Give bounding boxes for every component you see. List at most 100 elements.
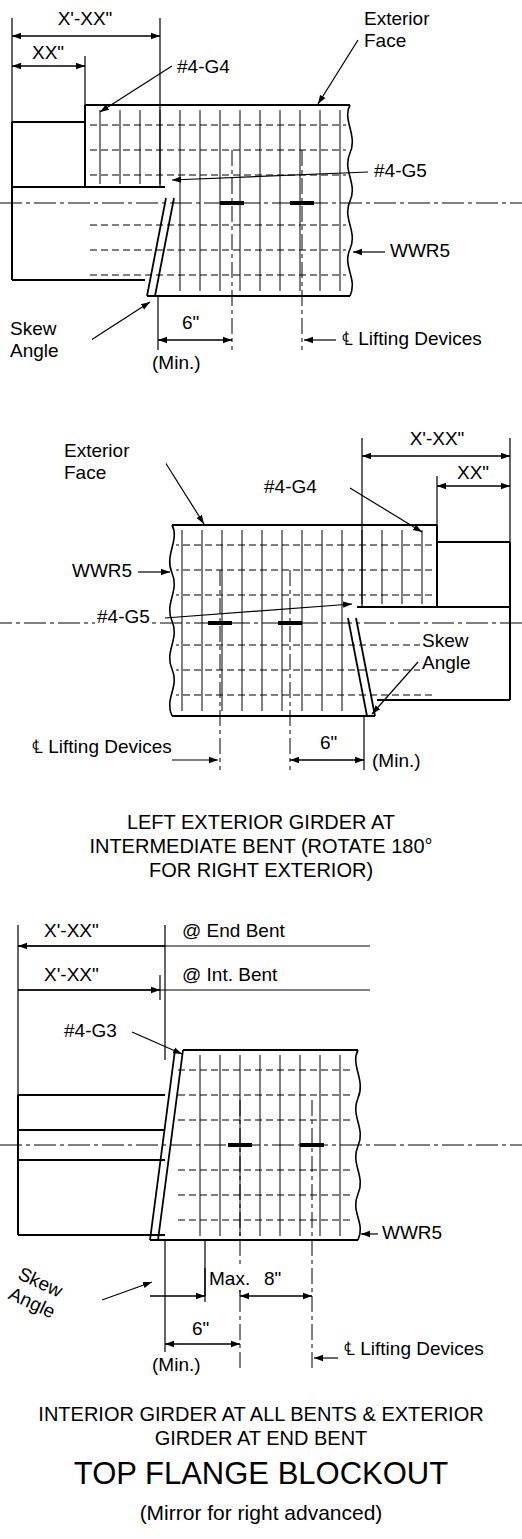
drawing-stroke (100, 66, 172, 112)
drawing-label: X'-XX" (56, 8, 115, 30)
drawing-stroke (280, 110, 281, 291)
drawing-stroke (240, 110, 241, 291)
drawing-label: (Min.) (150, 352, 203, 374)
drawing-stroke (220, 201, 314, 205)
drawing-stroke (12, 35, 160, 37)
drawing-label: ℄ Lifting Devices (340, 328, 484, 350)
drawing-stroke (180, 110, 181, 291)
drawing-label: X'-XX" (42, 964, 101, 986)
drawing-stroke (304, 339, 336, 340)
drawing-stroke (140, 110, 141, 184)
drawing-stroke (147, 198, 174, 296)
drawing-stroke (12, 65, 85, 67)
drawing-stroke (90, 224, 346, 225)
drawing-stroke (300, 110, 301, 291)
drawing-stroke (260, 110, 261, 291)
drawing-stroke (12, 122, 165, 280)
drawing-stroke (18, 925, 165, 1095)
drawing-label: ℄ Lifting Devices (30, 736, 174, 758)
drawing-label: #4-G3 (62, 1020, 119, 1042)
drawing-stroke (138, 571, 170, 572)
view-title: LEFT EXTERIOR GIRDER AT INTERMEDIATE BEN… (69, 810, 453, 882)
drawing-stroke (350, 488, 422, 532)
drawing-stroke (172, 172, 368, 180)
drawing-label: #4-G5 (372, 160, 429, 182)
drawing-label: 6" (318, 732, 339, 754)
drawing-stroke (348, 105, 353, 296)
drawing-label: @ End Bent (180, 920, 287, 942)
drawing-label: #4-G5 (95, 606, 152, 628)
drawing-label: #4-G4 (175, 56, 232, 78)
drawing-label: ℄ Lifting Devices (342, 1338, 486, 1360)
view-exterior-geometry (0, 18, 522, 350)
leader-lines (88, 40, 422, 760)
drawing-stroke (178, 1219, 354, 1220)
drawing-stroke (318, 40, 358, 104)
drawing-stroke (178, 1194, 354, 1195)
drawing-label: 6" (190, 1318, 211, 1340)
drawing-stroke (165, 604, 352, 618)
drawing-stroke (18, 946, 370, 990)
drawing-stroke (90, 249, 346, 250)
drawing-stroke (18, 946, 165, 990)
drawing-stroke (172, 759, 218, 760)
drawing-label: (Min.) (150, 1354, 203, 1376)
drawing-stroke (178, 1169, 354, 1170)
drawing-label: Exterior Face (62, 440, 166, 484)
drawing-stroke (150, 1295, 205, 1297)
drawing-stroke (0, 1145, 522, 1146)
drawing-label: @ Int. Bent (180, 964, 279, 986)
drawing-stroke (132, 1032, 182, 1054)
drawing-stroke (120, 110, 121, 184)
drawing-label: WWR5 (380, 1222, 444, 1244)
drawing-stroke (320, 110, 321, 291)
drawing-stroke (240, 1100, 312, 1372)
drawing-stroke (353, 251, 385, 252)
drawing-stroke (228, 1143, 324, 1147)
drawing-label: WWR5 (388, 240, 452, 262)
drawing-label: WWR5 (70, 560, 134, 582)
drawing-stroke (158, 339, 232, 341)
drawing-label: Exterior Face (362, 8, 466, 52)
drawing-stroke (220, 110, 221, 291)
drawing-label: 8" (262, 1268, 283, 1290)
drawing-label: Max. (207, 1268, 252, 1290)
drawing-label: #4-G4 (262, 476, 319, 498)
drawing-stroke (18, 1095, 165, 1235)
drawing-stroke (361, 1233, 378, 1234)
drawing-label: 6" (180, 312, 201, 334)
drawing-stroke (178, 1069, 354, 1070)
drawing-label: Skew Angle (3, 1262, 98, 1337)
drawing-stroke (340, 110, 341, 291)
drawing-label: XX" (455, 462, 491, 484)
drawing-label: X'-XX" (42, 920, 101, 942)
drawing-label: Skew Angle (420, 630, 504, 674)
drawing-label: XX" (30, 42, 66, 64)
drawing-stroke (88, 302, 150, 342)
drawing-stroke (90, 274, 346, 275)
drawing-stroke (178, 1094, 354, 1095)
drawing-label: (Min.) (370, 750, 423, 772)
drawing-stroke (85, 105, 350, 296)
drawing-stroke (372, 662, 418, 714)
drawing-label: Skew Angle (8, 318, 92, 362)
drawing-stroke (160, 110, 161, 184)
drawing-title: TOP FLANGE BLOCKOUT (74, 1456, 448, 1491)
drawing-stroke (232, 150, 302, 350)
drawing-caption: (Mirror for right advanced) (140, 1500, 383, 1525)
drawing-stroke (165, 1343, 240, 1345)
drawing-stroke (165, 462, 204, 524)
drawing-stroke (100, 110, 101, 184)
drawing-stroke (240, 1295, 312, 1297)
drawing-stroke (90, 110, 346, 291)
drawing-stroke (90, 149, 346, 150)
drawing-stroke (178, 1119, 354, 1120)
drawing-stroke (102, 1282, 152, 1300)
drawing-stroke (200, 110, 201, 291)
drawing-stroke (0, 203, 522, 204)
drawing-stroke (157, 296, 158, 350)
view-interior-geometry (0, 925, 522, 1372)
drawing-stroke (90, 124, 346, 125)
view-exterior-mirrored (0, 438, 522, 770)
view-title: INTERIOR GIRDER AT ALL BENTS & EXTERIOR … (24, 1402, 498, 1450)
